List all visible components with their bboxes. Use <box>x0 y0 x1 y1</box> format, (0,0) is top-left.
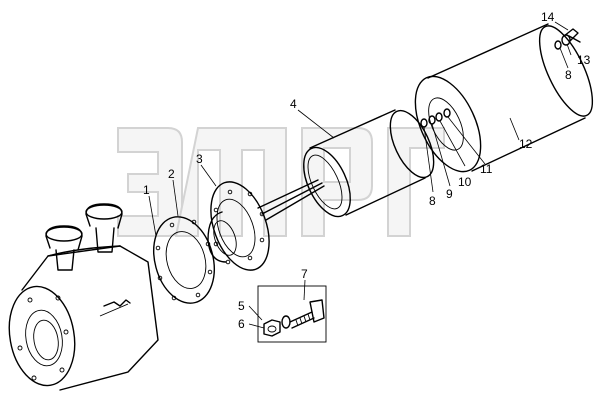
callout-3: 3 <box>196 152 203 166</box>
callout-11: 11 <box>480 162 493 176</box>
callout-9: 9 <box>446 187 453 201</box>
callout-14: 14 <box>541 10 555 24</box>
callout-10: 10 <box>458 175 472 189</box>
callout-6: 6 <box>238 317 245 331</box>
part-2-gasket <box>153 216 215 304</box>
part-1-housing <box>8 203 159 391</box>
leader-lines <box>148 21 572 329</box>
part-8-9-10-11-fasteners <box>420 108 451 128</box>
part-12-outer-cylinder <box>414 23 594 173</box>
callout-7: 7 <box>301 267 308 281</box>
tie-rods <box>257 179 325 221</box>
callout-12: 12 <box>519 137 533 151</box>
part-5-6-7-bolt-set <box>257 285 327 343</box>
callout-labels: 1 2 3 4 5 6 7 8 8 9 10 11 12 13 14 <box>143 10 591 331</box>
callout-13: 13 <box>577 53 591 67</box>
callout-8-lower: 8 <box>429 194 436 208</box>
part-13-14-wing-nut <box>554 28 581 50</box>
callout-1: 1 <box>143 183 150 197</box>
callout-5: 5 <box>238 299 245 313</box>
callout-2: 2 <box>168 167 175 181</box>
callout-8-upper: 8 <box>565 68 572 82</box>
part-3-flange <box>207 181 270 271</box>
callout-4: 4 <box>290 97 297 111</box>
